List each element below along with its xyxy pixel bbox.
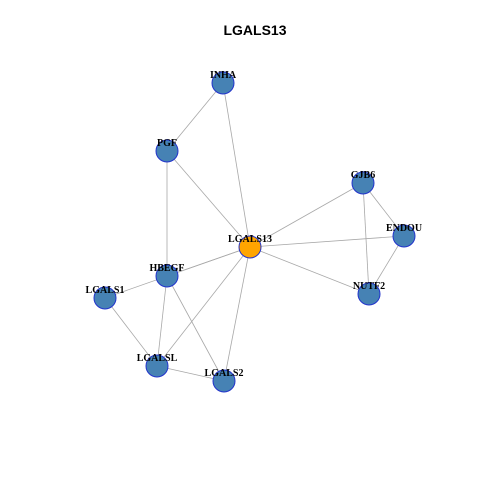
node-hbegf: HBEGF <box>149 263 185 288</box>
node-circle <box>145 354 169 378</box>
node-label: PGF <box>157 138 177 149</box>
node-circle <box>351 171 375 195</box>
edge-gjb6-lgals13 <box>249 182 364 248</box>
node-circle <box>155 264 179 288</box>
node-gjb6: GJB6 <box>351 170 375 195</box>
edge-inha-lgals13 <box>222 82 251 248</box>
node-circle <box>238 235 262 259</box>
node-label: LGALS2 <box>205 368 244 379</box>
node-pgf: PGF <box>155 138 179 163</box>
node-inha: INHA <box>210 70 237 95</box>
edge-lgals1-lgalsl <box>104 297 158 367</box>
node-lgals13: LGALS13 <box>228 234 272 259</box>
node-label: NUTF2 <box>353 281 385 292</box>
node-nutf2: NUTF2 <box>353 281 385 306</box>
node-lgals2: LGALS2 <box>205 368 244 393</box>
edges-layer <box>104 82 405 382</box>
node-label: GJB6 <box>351 170 375 181</box>
node-circle <box>155 139 179 163</box>
node-label: INHA <box>210 70 237 81</box>
edge-endou-lgals13 <box>249 235 405 248</box>
node-lgals1: LGALS1 <box>86 285 125 310</box>
edge-hbegf-lgals2 <box>166 275 225 382</box>
edge-inha-pgf <box>166 82 224 152</box>
edge-hbegf-lgalsl <box>156 275 168 367</box>
edge-pgf-lgals13 <box>166 150 251 248</box>
node-label: ENDOU <box>386 223 422 234</box>
node-circle <box>212 369 236 393</box>
node-label: HBEGF <box>149 263 184 274</box>
node-circle <box>392 224 416 248</box>
edge-lgals13-lgals2 <box>223 246 251 382</box>
node-circle <box>211 71 235 95</box>
node-label: LGALS1 <box>86 285 125 296</box>
node-lgalsl: LGALSL <box>137 353 178 378</box>
edge-lgals13-nutf2 <box>249 246 370 295</box>
node-label: LGALSL <box>137 353 178 364</box>
node-label: LGALS13 <box>228 234 272 245</box>
node-endou: ENDOU <box>386 223 422 248</box>
node-circle <box>93 286 117 310</box>
node-circle <box>357 282 381 306</box>
edge-lgals13-lgalsl <box>156 246 251 367</box>
graph-title: LGALS13 <box>223 22 286 38</box>
